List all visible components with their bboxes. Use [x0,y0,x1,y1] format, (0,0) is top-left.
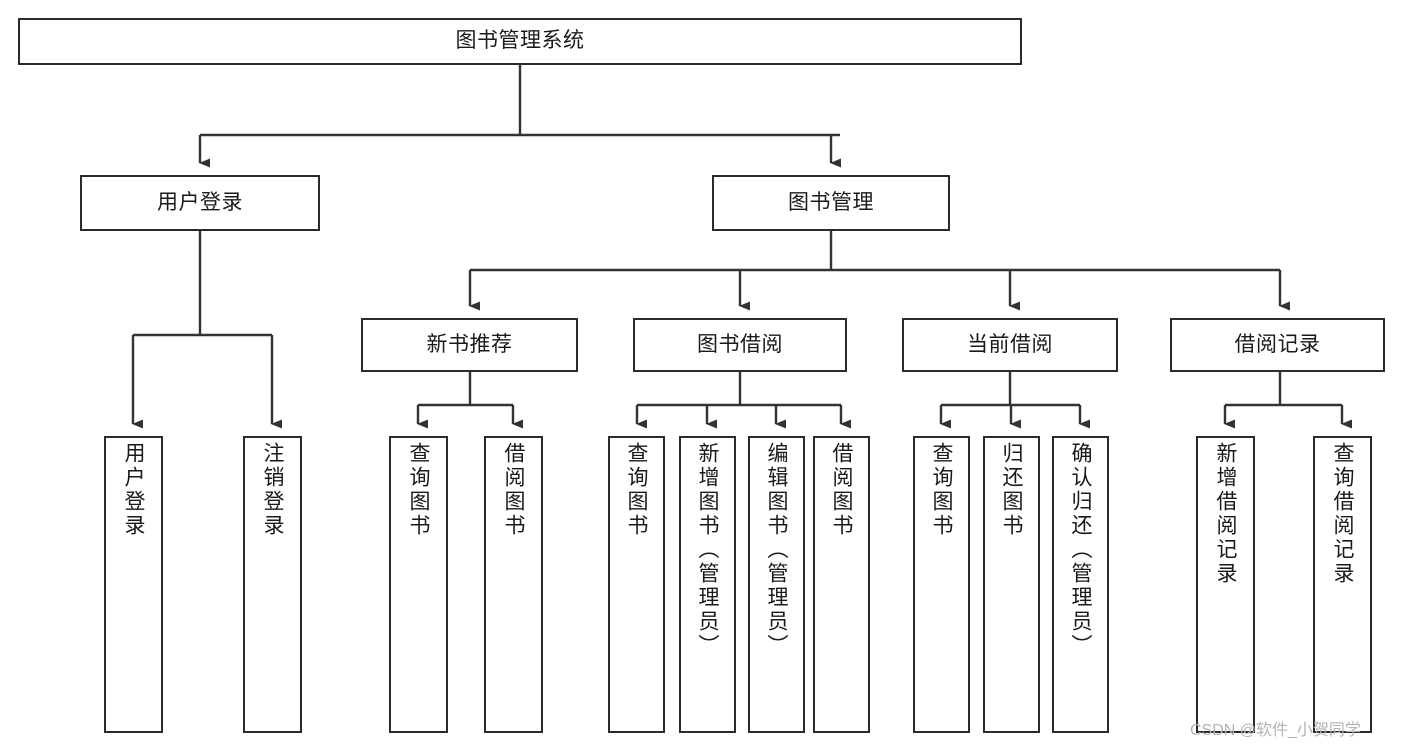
node-new-book-rec-label: 新书推荐 [426,332,513,356]
node-current-borrow-label: 当前借阅 [967,332,1053,356]
node-leaf-borrow-book-rec[interactable]: 借阅图书 [484,436,543,733]
node-current-borrow[interactable]: 当前借阅 [902,318,1118,372]
node-book-borrow[interactable]: 图书借阅 [633,318,847,372]
node-leaf-return-book-label: 归还图书 [1000,442,1023,538]
node-leaf-query-book-rec-label: 查询图书 [407,442,430,538]
node-borrow-record-label: 借阅记录 [1234,332,1321,356]
node-leaf-query-book-cur-label: 查询图书 [930,442,953,538]
edge-book-manage-to-level3 [468,231,1290,311]
node-leaf-add-record-label: 新增借阅记录 [1214,442,1237,586]
node-leaf-add-record[interactable]: 新增借阅记录 [1196,436,1255,733]
node-root-label: 图书管理系统 [455,29,585,53]
edge-borrow-record-to-leaves [1223,372,1352,429]
edge-user-login-to-leaves [131,231,282,429]
node-leaf-user-login-label: 用户登录 [122,442,145,538]
node-leaf-query-book-cur[interactable]: 查询图书 [913,436,970,733]
edge-new-book-rec-to-leaves [416,372,523,429]
node-leaf-add-book-label: 新增图书（管理员） [696,442,719,658]
node-leaf-borrow-book-rec-label: 借阅图书 [502,442,525,538]
node-book-manage-label: 图书管理 [788,190,874,214]
node-book-borrow-label: 图书借阅 [697,332,783,356]
edge-current-borrow-to-leaves [939,372,1090,429]
node-leaf-return-book[interactable]: 归还图书 [983,436,1040,733]
node-leaf-query-book-borrow[interactable]: 查询图书 [608,436,665,733]
node-root[interactable]: 图书管理系统 [18,18,1022,65]
node-leaf-edit-book[interactable]: 编辑图书（管理员） [748,436,805,733]
node-leaf-borrow-book[interactable]: 借阅图书 [813,436,870,733]
edge-book-borrow-to-leaves [635,372,851,429]
node-leaf-query-record-label: 查询借阅记录 [1331,442,1354,586]
node-leaf-query-book-borrow-label: 查询图书 [625,442,648,538]
node-leaf-edit-book-label: 编辑图书（管理员） [765,442,788,658]
node-leaf-confirm-return[interactable]: 确认归还（管理员） [1052,436,1109,733]
node-user-login[interactable]: 用户登录 [80,175,320,231]
node-leaf-logout[interactable]: 注销登录 [243,436,302,733]
node-leaf-borrow-book-label: 借阅图书 [830,442,853,538]
node-user-login-label: 用户登录 [157,190,243,214]
node-leaf-add-book[interactable]: 新增图书（管理员） [679,436,736,733]
node-leaf-confirm-return-label: 确认归还（管理员） [1069,442,1092,658]
node-borrow-record[interactable]: 借阅记录 [1170,318,1385,372]
node-new-book-rec[interactable]: 新书推荐 [361,318,578,372]
node-leaf-query-record[interactable]: 查询借阅记录 [1313,436,1372,733]
node-leaf-query-book-rec[interactable]: 查询图书 [389,436,448,733]
node-book-manage[interactable]: 图书管理 [712,175,950,231]
edge-root-to-level2 [198,65,841,168]
node-leaf-logout-label: 注销登录 [261,442,284,538]
watermark-text: CSDN @软件_小贺同学 [1190,722,1361,739]
node-leaf-user-login[interactable]: 用户登录 [104,436,163,733]
